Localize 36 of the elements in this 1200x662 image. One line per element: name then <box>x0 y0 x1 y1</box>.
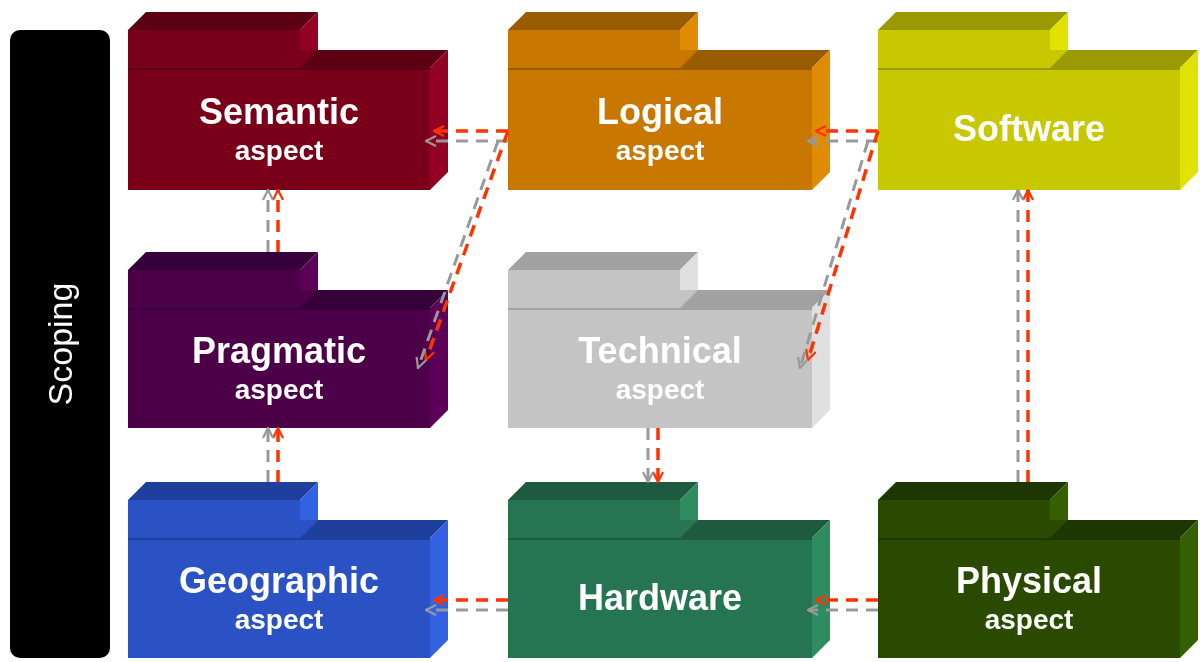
package-title: Pragmatic <box>191 329 367 373</box>
dashed-arrow <box>424 603 508 617</box>
package-title: Hardware <box>577 576 743 620</box>
dashed-arrow <box>423 130 510 362</box>
package-subtitle: aspect <box>234 373 324 407</box>
package-subtitle: aspect <box>984 603 1074 637</box>
package-title: Logical <box>597 90 723 134</box>
dashed-arrow <box>1021 188 1035 482</box>
dashed-arrow <box>806 134 878 148</box>
dashed-arrow <box>797 140 870 370</box>
scoping-band <box>10 30 110 658</box>
dashed-arrow <box>261 426 275 482</box>
dashed-arrow <box>641 428 655 484</box>
dashed-arrow <box>814 593 878 607</box>
package-title: Software <box>952 107 1105 151</box>
package-subtitle: aspect <box>234 134 324 168</box>
package-title: Physical <box>955 559 1103 603</box>
dashed-arrow <box>806 603 878 617</box>
dashed-arrow <box>814 124 878 138</box>
package-subtitle: aspect <box>615 134 705 168</box>
dashed-arrow <box>261 188 275 252</box>
dashed-arrow <box>424 134 508 148</box>
package-subtitle: aspect <box>234 603 324 637</box>
dashed-arrow <box>432 593 508 607</box>
dashed-arrow <box>415 140 500 370</box>
package-title: Technical <box>578 329 742 373</box>
dashed-arrow <box>271 426 285 482</box>
dashed-arrow <box>651 428 665 484</box>
dashed-arrow <box>1011 188 1025 482</box>
dashed-arrow <box>271 188 285 252</box>
band-label: Scoping <box>40 282 80 406</box>
package-title: Geographic <box>178 559 379 603</box>
package-title: Semantic <box>198 90 360 134</box>
dashed-arrow <box>432 124 508 138</box>
dashed-arrow <box>805 130 880 362</box>
package-subtitle: aspect <box>615 373 705 407</box>
